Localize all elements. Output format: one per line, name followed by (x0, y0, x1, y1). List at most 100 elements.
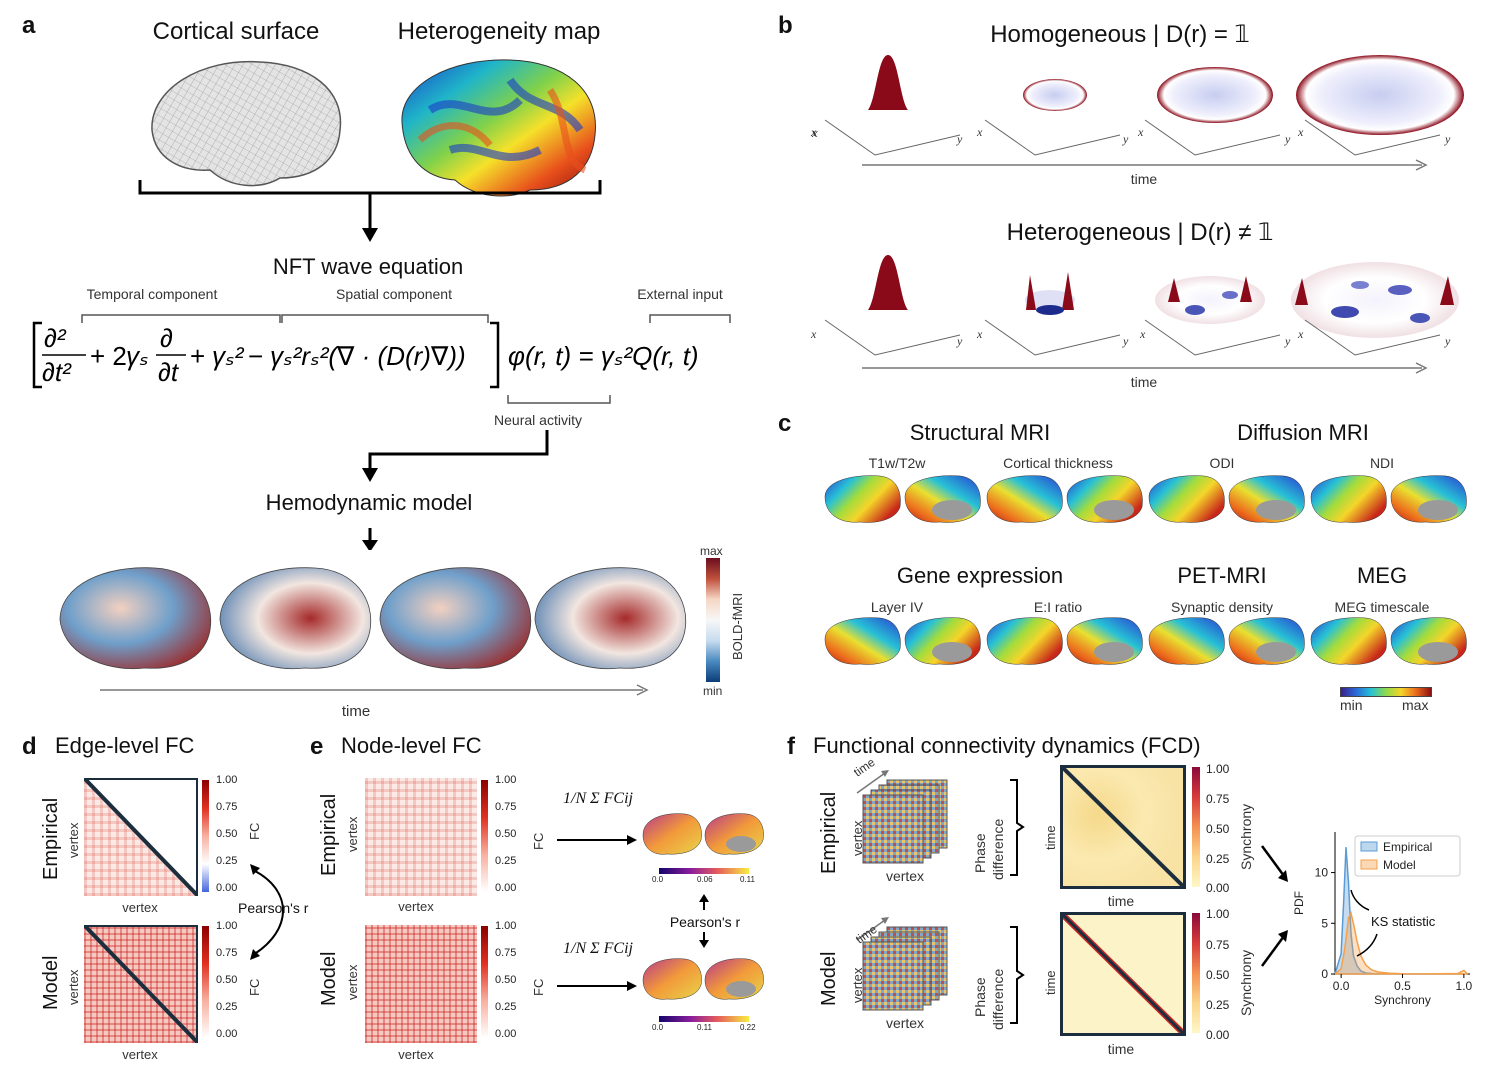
b-axis-y6: y (1123, 334, 1129, 348)
d-tick2-3: 0.25 (216, 1001, 238, 1013)
b-axis-y2: y (1123, 132, 1129, 146)
heterogeneity-brain (401, 59, 596, 197)
e-tick2-3: 0.25 (495, 1001, 517, 1013)
f-tick2-4: 0.00 (1206, 1028, 1230, 1042)
svg-text:φ(r, t) = γₛ²Q(r, t): φ(r, t) = γₛ²Q(r, t) (508, 341, 699, 371)
panel-a-graphics (138, 59, 602, 242)
f-fcd-empirical (1060, 765, 1186, 889)
e-cbar2-t1: 0.11 (697, 1023, 712, 1032)
d-pearson-arrow (250, 864, 284, 960)
f-tick2-3: 0.25 (1206, 998, 1230, 1012)
d-vertex-y2: vertex (66, 969, 81, 1005)
c-brain-meg (1310, 617, 1467, 665)
e-matrix-model (365, 925, 477, 1043)
axis-x-1: x (811, 125, 818, 140)
e-tick1-1: 0.75 (495, 801, 517, 813)
e-vertex-x2: vertex (398, 1047, 434, 1062)
d-vertex-y1: vertex (66, 822, 81, 858)
bold-colorbar (706, 558, 720, 682)
map-label-layer4: Layer IV (870, 599, 924, 615)
f-cbar-1 (1192, 767, 1200, 887)
bold-cbar-label: BOLD-fMRI (730, 592, 745, 660)
b-axis-y1: y (957, 132, 963, 146)
panel-f-letter: f (787, 733, 795, 760)
c-cbar-max: max (1402, 697, 1429, 713)
pdf-ks-arrow-1 (1350, 889, 1370, 911)
b-axis-y8: y (1445, 334, 1451, 348)
e-tick2-0: 1.00 (495, 920, 517, 932)
f-vertex-x1: vertex (885, 868, 925, 884)
spatial-component-label: Spatial component (336, 286, 452, 302)
d-tick1-3: 0.25 (216, 855, 238, 867)
f-to-pdf-arrows (1260, 845, 1288, 967)
map-label-ndi: NDI (1369, 455, 1395, 471)
f-phase-stack-empirical (856, 770, 948, 864)
pdf-xtick-label-2: 1.0 (1456, 979, 1473, 993)
heterogeneous-frame-4 (1291, 262, 1459, 356)
e-tick1-4: 0.00 (495, 882, 517, 894)
hemodynamic-model-title: Hemodynamic model (265, 490, 473, 515)
f-tick1-2: 0.50 (1206, 822, 1230, 836)
time-arrow-a (100, 684, 649, 696)
e-vertex-y2: vertex (345, 964, 360, 1000)
d-tick1-2: 0.50 (216, 828, 238, 840)
time-label-a: time (341, 703, 371, 720)
c-brain-t1w (824, 475, 981, 523)
d-pearson-label: Pearson's r (238, 900, 309, 916)
f-tick1-1: 0.75 (1206, 792, 1230, 806)
e-cbar2-t2: 0.22 (740, 1023, 756, 1032)
panel-d-letter: d (22, 733, 37, 760)
pdf-ks-arrow-2 (1356, 933, 1378, 957)
b-axis-x5: x (811, 327, 817, 341)
f-time-x1: time (1107, 893, 1135, 909)
heterogeneous-frame-2 (984, 272, 1121, 356)
d-tick2-4: 0.00 (216, 1028, 238, 1040)
bold-brain-1 (59, 567, 212, 670)
f-tick2-0: 1.00 (1206, 907, 1230, 921)
b-axis-y3: y (1285, 132, 1291, 146)
pdf-ytick-label-2: 10 (1315, 866, 1329, 880)
external-input-label: External input (637, 286, 723, 302)
cortical-surface-title: Cortical surface (152, 18, 320, 45)
d-model-label: Model (40, 955, 62, 1010)
f-phase-2a: Phase (972, 977, 988, 1017)
pdf-legend-label-1: Model (1383, 858, 1416, 872)
b-axis-y4: y (1445, 132, 1451, 146)
svg-text:+ 2: + 2 (90, 341, 127, 371)
diffusion-mri-title: Diffusion MRI (1237, 420, 1369, 445)
f-fcd-model (1060, 912, 1186, 1036)
heterogeneous-frame-1 (824, 255, 961, 356)
c-brain-ndi (1310, 475, 1467, 523)
equation-graphic: ∂² ∂t² + 2 γₛ ∂ ∂t + γₛ² − γₛ²rₛ²(∇ · (D… (32, 314, 731, 404)
e-vertex-y1: vertex (345, 816, 360, 852)
f-phase-1b: difference (990, 818, 1006, 880)
f-braces (1010, 779, 1025, 1024)
d-tick2-0: 1.00 (216, 920, 238, 932)
c-brain-synaptic (1148, 617, 1305, 665)
e-empirical-label: Empirical (318, 793, 340, 876)
pdf-legend-box (1354, 835, 1461, 877)
homogeneous-frame-4 (1296, 55, 1464, 156)
heterogeneity-map-title: Heterogeneity map (397, 18, 601, 45)
d-vertex-x1: vertex (122, 900, 158, 915)
d-tick1-0: 1.00 (216, 774, 238, 786)
svg-text:∂²: ∂² (44, 323, 67, 353)
d-tick1-4: 0.00 (216, 882, 238, 894)
e-pearson-label: Pearson's r (669, 914, 741, 930)
f-sync-label-1: Synchrony (1238, 803, 1254, 870)
f-tick1-4: 0.00 (1206, 881, 1230, 895)
pdf-ytick-label-1: 5 (1321, 916, 1328, 930)
c-cbar-min: min (1340, 697, 1363, 713)
e-brain-model (642, 958, 764, 1000)
e-tick2-4: 0.00 (495, 1028, 517, 1040)
pdf-ylabel: PDF (1292, 891, 1306, 915)
e-cbar-2 (481, 926, 488, 1038)
homogeneous-frame-2 (984, 79, 1121, 156)
d-fc-1: FC (247, 822, 262, 840)
map-label-t1w: T1w/T2w (868, 455, 926, 471)
d-tick1-1: 0.75 (216, 801, 238, 813)
f-vertex-y1: vertex (850, 820, 865, 856)
e-model-label: Model (318, 951, 340, 1006)
panel-b-graphics: x (811, 55, 1464, 374)
